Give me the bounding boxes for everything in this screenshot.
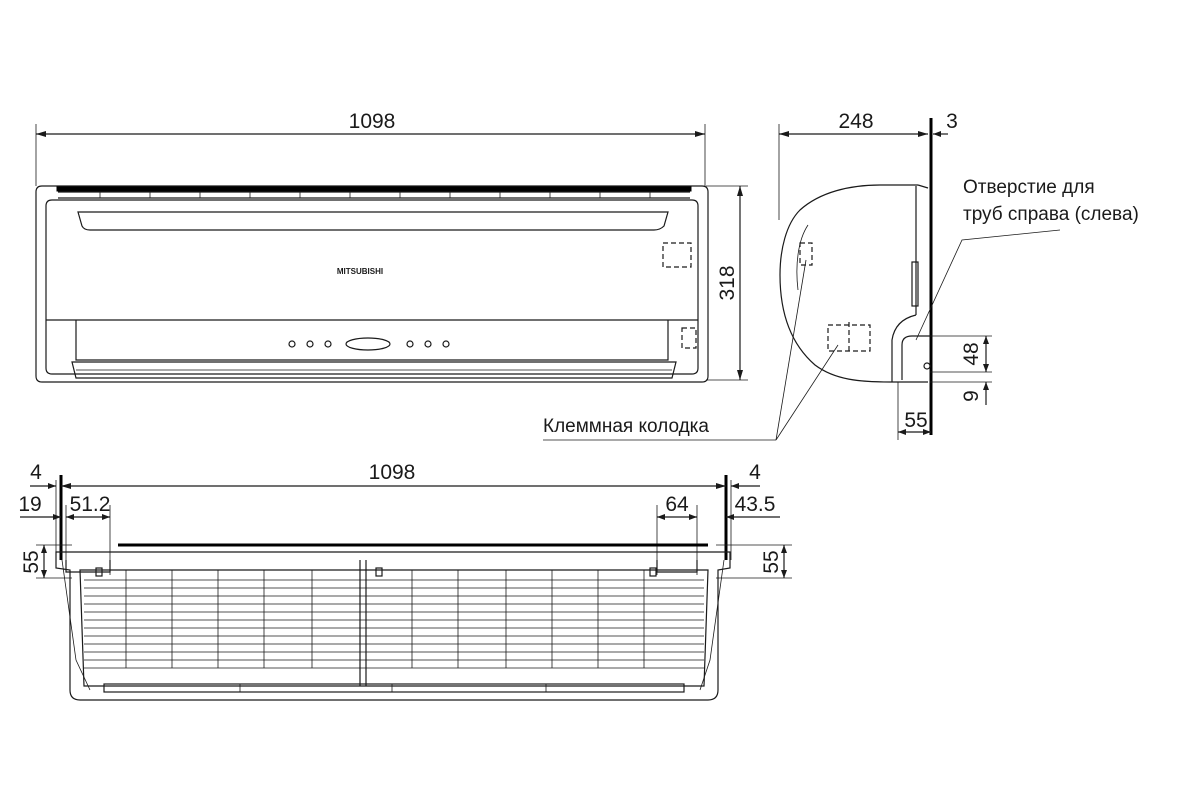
side-view: 248 3 [543, 110, 1139, 441]
left-depth-dimension: 55 [20, 544, 72, 579]
pipe-height-dimension: 48 9 [930, 335, 992, 405]
right-hole-width-label: 64 [665, 493, 689, 516]
bottom-grille [84, 570, 704, 669]
top-grille-ticks [99, 192, 651, 198]
left-hole-dimensions: 19 51.2 [18, 493, 110, 575]
left-edge-label: 4 [30, 461, 42, 484]
bottom-unit-body [55, 543, 731, 701]
right-depth-label: 55 [760, 550, 783, 573]
pipe-hole-label-line1: Отверстие для [963, 177, 1095, 198]
terminal-block-callout: Клеммная колодка [543, 259, 839, 441]
side-depth-dimension: 248 [778, 110, 928, 220]
left-hole-width-label: 51.2 [70, 493, 111, 516]
left-depth-label: 55 [20, 550, 43, 573]
side-gap-label: 3 [946, 110, 958, 133]
right-edge-dimension: 4 [730, 461, 761, 560]
right-depth-dimension: 55 [716, 544, 792, 579]
front-right-box [681, 327, 697, 349]
pipe-bottom-label: 9 [960, 390, 983, 402]
indicator-lamps [288, 337, 450, 351]
right-edge-label: 4 [749, 461, 761, 484]
bottom-width-label: 1098 [369, 461, 416, 484]
left-hole-offset-label: 19 [18, 493, 41, 516]
pipe-offset-label: 55 [904, 409, 927, 432]
side-terminal-box [799, 242, 813, 266]
front-height-dimension: 318 [706, 185, 748, 381]
pipe-hole-label-line2: труб справа (слева) [963, 204, 1139, 225]
terminal-block-label: Клеммная колодка [543, 416, 709, 437]
right-hole-dimensions: 64 43.5 [656, 493, 780, 575]
bottom-view: 1098 4 4 19 51.2 [18, 461, 792, 701]
pipe-hole-callout: Отверстие для труб справа (слева) [915, 177, 1139, 341]
side-gap-dimension: 3 [933, 110, 958, 137]
front-height-label: 318 [716, 265, 739, 300]
side-profile [779, 184, 931, 383]
side-depth-label: 248 [838, 110, 873, 133]
front-width-label: 1098 [349, 110, 396, 133]
pipe-offset-dimension: 55 [897, 382, 931, 440]
left-edge-dimension: 4 [30, 461, 57, 560]
front-logo: MITSUBISHI [337, 267, 383, 276]
front-view: 1098 318 [35, 110, 748, 383]
front-unit-body: MITSUBISHI [35, 185, 709, 383]
front-width-dimension: 1098 [35, 110, 706, 186]
pipe-height-label: 48 [960, 342, 983, 365]
right-hole-offset-label: 43.5 [735, 493, 776, 516]
front-sensor-box [662, 242, 692, 268]
